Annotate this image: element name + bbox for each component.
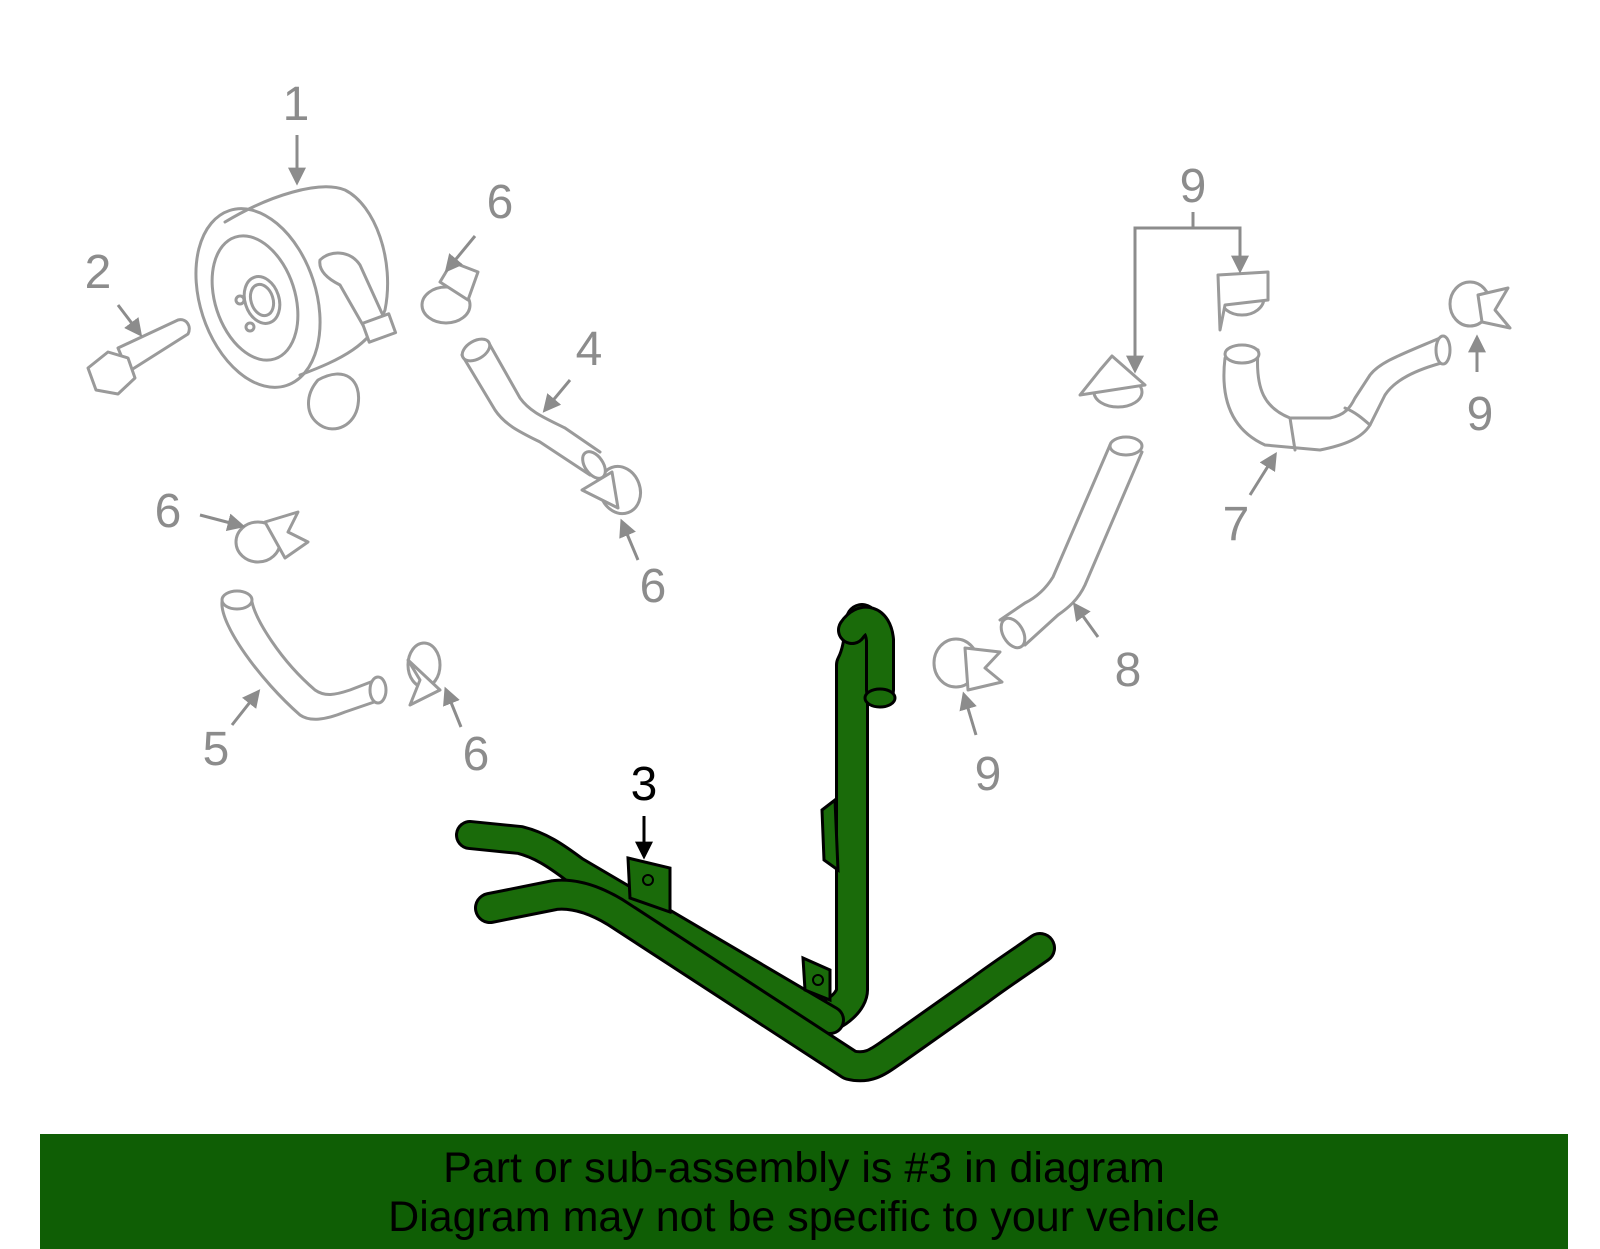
callout-6c: 6 xyxy=(155,485,182,538)
callout-6d: 6 xyxy=(463,728,490,781)
callout-6b: 6 xyxy=(640,560,667,613)
part-6-clamp-left[interactable] xyxy=(234,510,310,564)
info-banner: Part or sub-assembly is #3 in diagram Di… xyxy=(40,1134,1568,1249)
part-3-tube-assembly[interactable] xyxy=(455,603,1056,1083)
callout-9a: 9 xyxy=(1180,160,1207,213)
callout-3: 3 xyxy=(631,758,658,811)
part-6-clamp-top[interactable] xyxy=(420,260,480,325)
callout-4: 4 xyxy=(576,323,603,376)
banner-line-1: Part or sub-assembly is #3 in diagram xyxy=(443,1144,1165,1192)
part-9-clamp-lower[interactable] xyxy=(932,637,1004,692)
part-9-clamp-upper-left[interactable] xyxy=(1078,354,1147,409)
callout-2: 2 xyxy=(85,246,112,299)
callout-1: 1 xyxy=(283,78,310,131)
callout-5: 5 xyxy=(203,723,230,776)
part-5-hose[interactable] xyxy=(220,589,388,721)
part-9-clamp-far-right[interactable] xyxy=(1448,280,1512,330)
part-6-clamp-bottom[interactable] xyxy=(406,641,442,707)
callout-6a: 6 xyxy=(487,176,514,229)
part-2-bolt[interactable] xyxy=(86,318,191,396)
part-8-hose[interactable] xyxy=(996,435,1144,652)
part-1-oil-cooler[interactable] xyxy=(174,185,398,431)
banner-line-2: Diagram may not be specific to your vehi… xyxy=(388,1193,1220,1241)
callout-7: 7 xyxy=(1223,498,1250,551)
part-7-hose[interactable] xyxy=(1222,334,1452,452)
part-6-clamp-right[interactable] xyxy=(580,461,647,520)
part-4-hose[interactable] xyxy=(459,335,610,483)
callout-9c: 9 xyxy=(975,748,1002,801)
part-9-clamp-upper-right[interactable] xyxy=(1216,270,1270,332)
callout-9b: 9 xyxy=(1467,388,1494,441)
callout-8: 8 xyxy=(1115,644,1142,697)
